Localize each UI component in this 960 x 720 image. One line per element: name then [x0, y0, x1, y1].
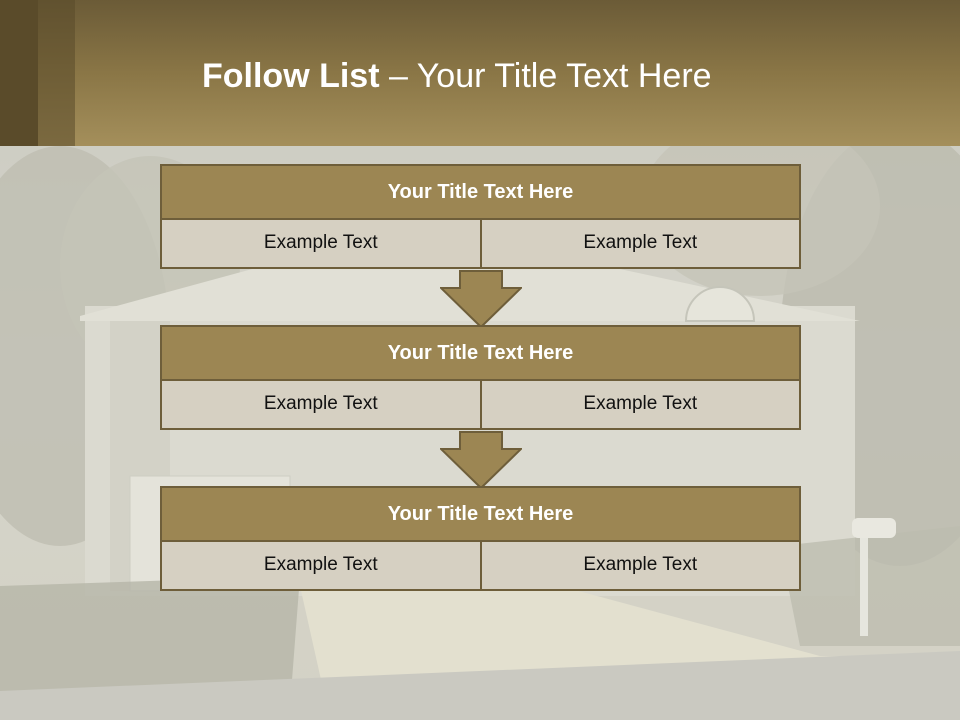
step-cell-left: Example Text: [263, 232, 378, 253]
flow-step-1: Your Title Text Here Example Text Exampl…: [160, 164, 801, 269]
step-title: Your Title Text Here: [160, 164, 801, 220]
slide-title: Follow List – Your Title Text Here: [202, 54, 712, 98]
title-rest: – Your Title Text Here: [379, 57, 712, 95]
header-stripe: [0, 0, 38, 146]
header-stripe: [38, 0, 75, 146]
step-row: Example Text Example Text: [160, 542, 801, 591]
step-cell-left: Example Text: [263, 393, 378, 414]
step-title: Your Title Text Here: [160, 325, 801, 381]
step-cell-left: Example Text: [263, 554, 378, 575]
title-bold: Follow List: [202, 57, 380, 95]
step-title: Your Title Text Here: [160, 486, 801, 542]
down-arrow-icon: [440, 431, 522, 489]
step-cell-right: Example Text: [479, 381, 800, 428]
step-row: Example Text Example Text: [160, 220, 801, 269]
step-cell-right: Example Text: [479, 542, 800, 589]
step-cell-right: Example Text: [479, 220, 800, 267]
flow-step-2: Your Title Text Here Example Text Exampl…: [160, 325, 801, 430]
step-row: Example Text Example Text: [160, 381, 801, 430]
flow-step-3: Your Title Text Here Example Text Exampl…: [160, 486, 801, 591]
down-arrow-icon: [440, 270, 522, 328]
header-band: Follow List – Your Title Text Here: [0, 0, 960, 146]
